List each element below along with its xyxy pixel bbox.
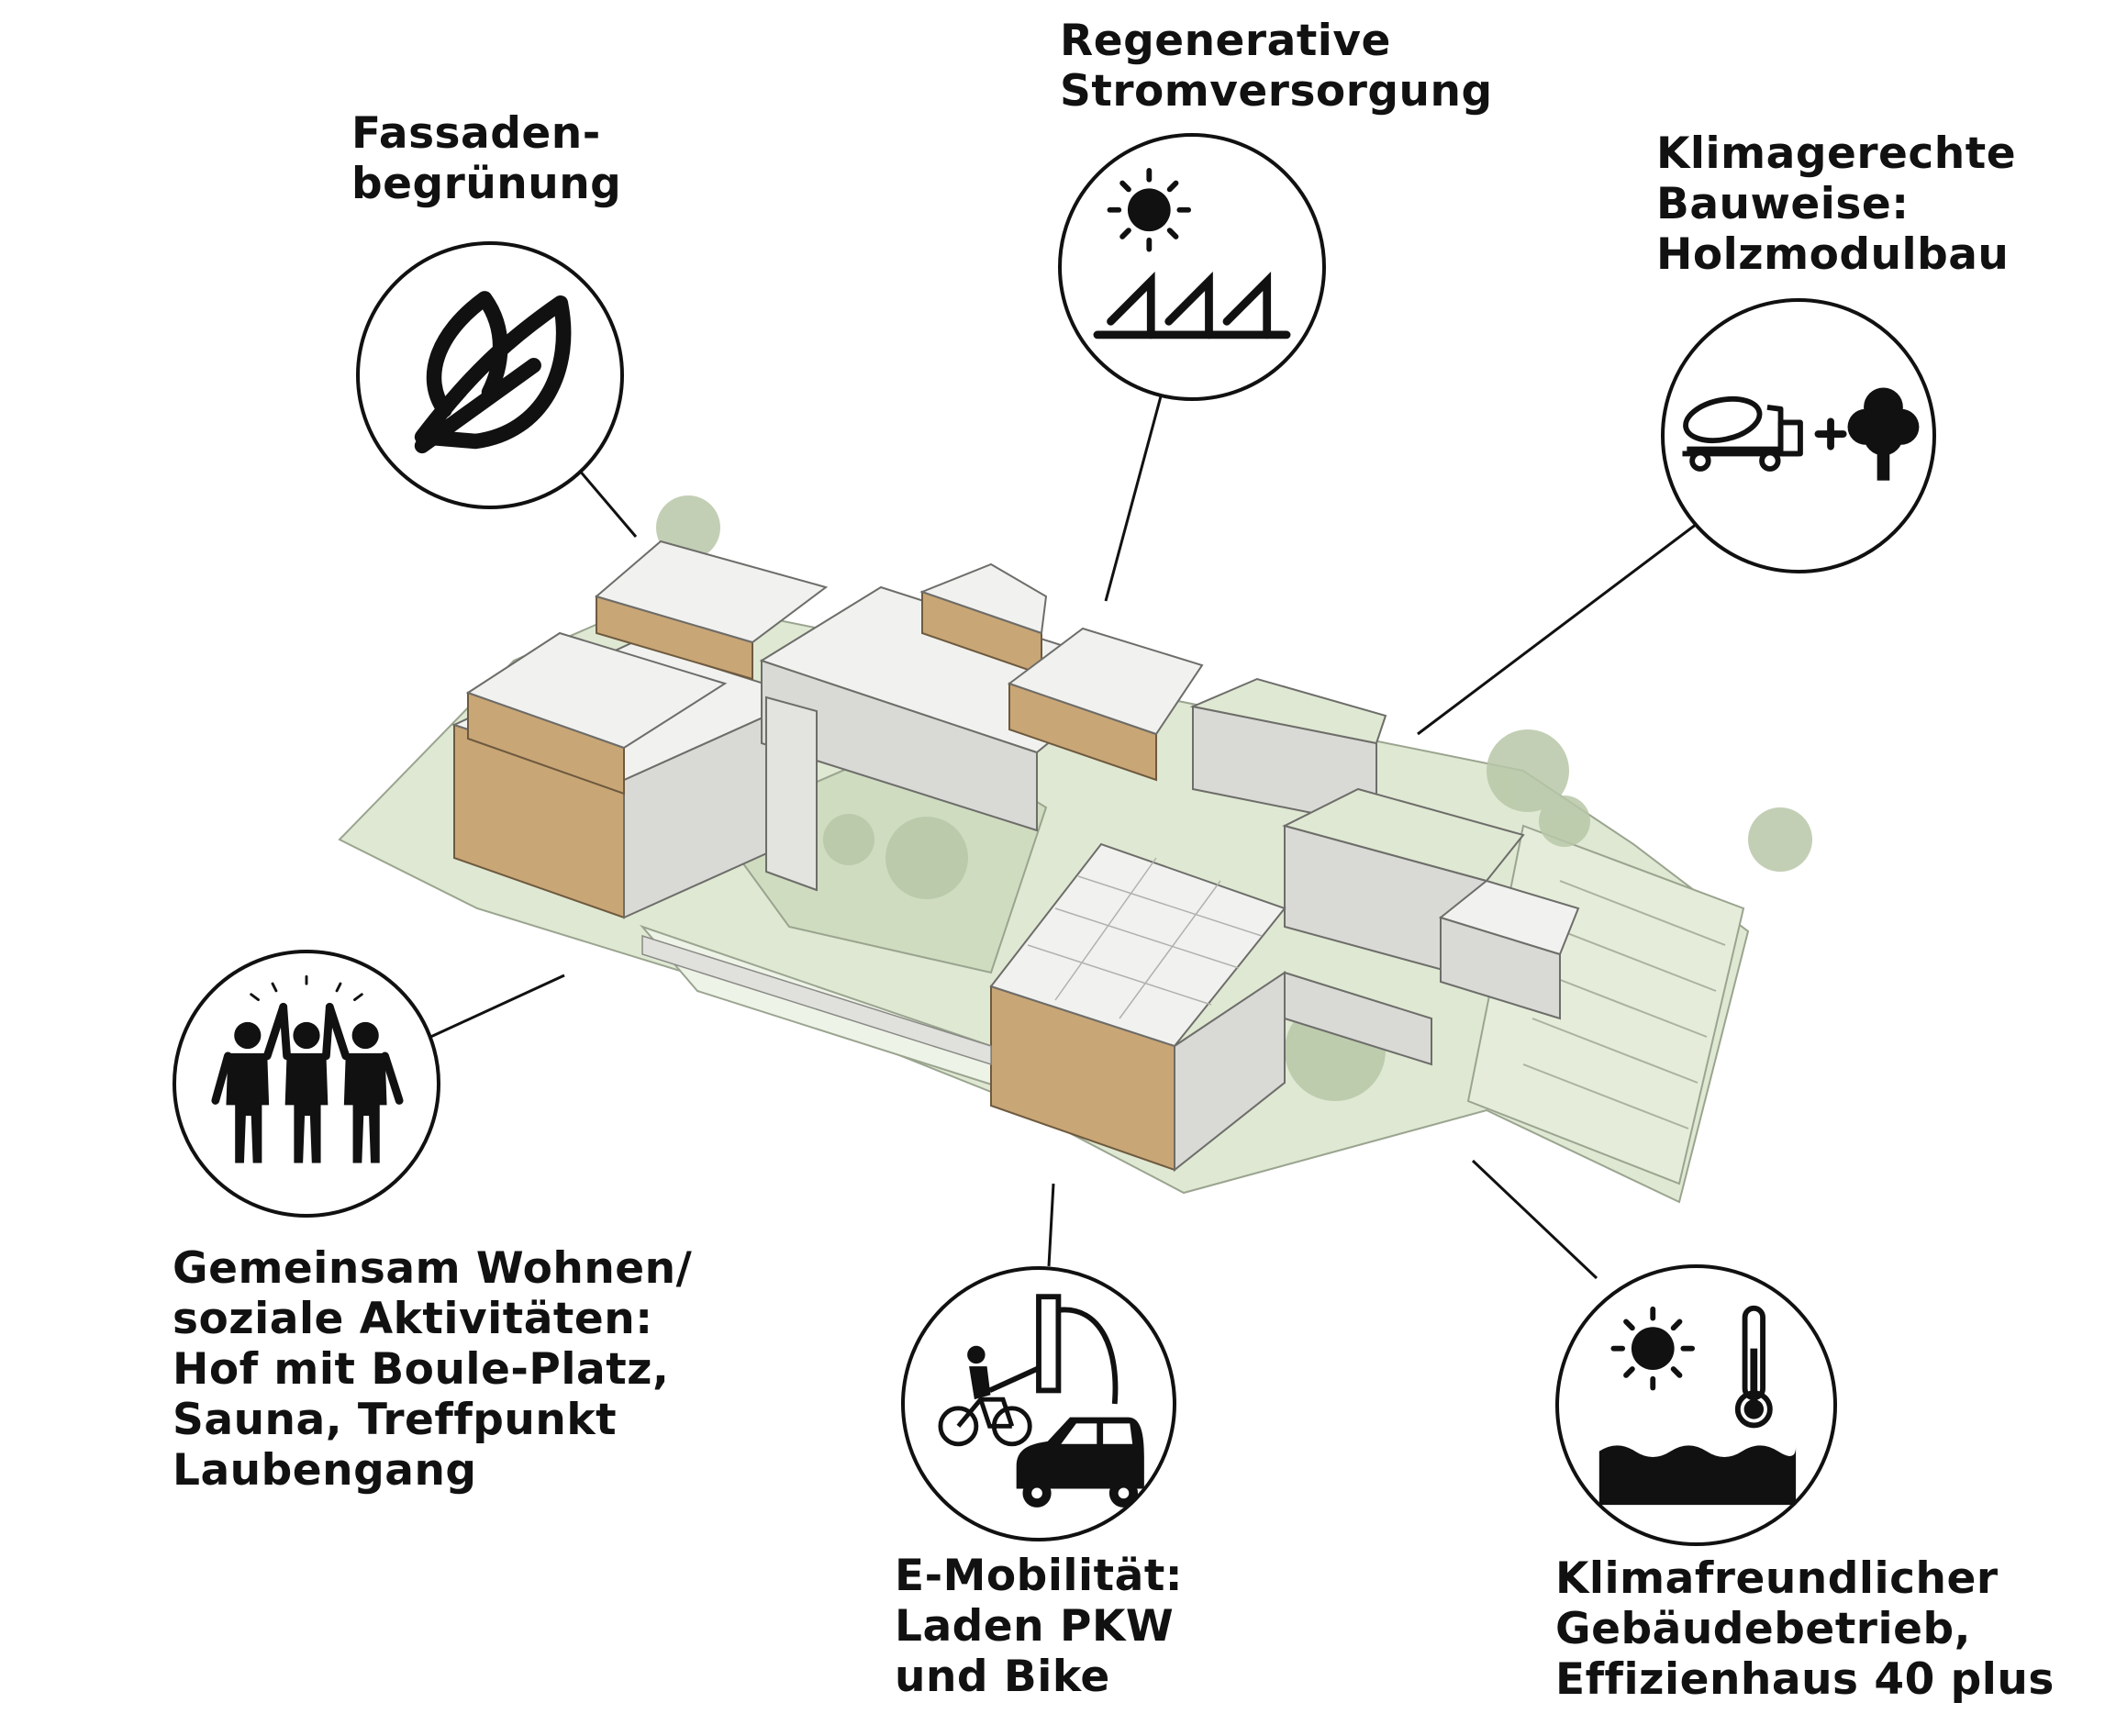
- label-facade-greening: Fassaden- begrünung: [351, 108, 622, 209]
- label-e-mobility: E-Mobilität: Laden PKW und Bike: [895, 1551, 1184, 1702]
- connector-facade-greening: [572, 462, 638, 538]
- label-community-living: Gemeinsam Wohnen/ soziale Aktivitäten: H…: [173, 1243, 693, 1496]
- climate-operation-badge: [1555, 1264, 1837, 1546]
- sun-thermometer-water-icon: [1598, 1305, 1797, 1506]
- sun-icon: [1107, 168, 1192, 252]
- water-waves-icon: [1598, 1445, 1797, 1506]
- concrete-truck-plus-tree-icon: [1682, 387, 1920, 481]
- renewable-power-badge: [1058, 133, 1326, 401]
- thermometer-icon: [1734, 1305, 1773, 1429]
- label-timber-construction: Klimagerechte Bauweise: Holzmodulbau: [1656, 128, 2017, 280]
- cyclist-icon: [967, 1345, 991, 1400]
- connector-community-living: [426, 974, 565, 1040]
- community-living-badge: [173, 950, 440, 1218]
- solar-panels-icon: [1093, 168, 1291, 339]
- bike-icon: [938, 1397, 1032, 1447]
- charging-station-icon: [988, 1294, 1119, 1405]
- timber-construction-badge: [1661, 298, 1936, 573]
- connector-timber-construction: [1417, 519, 1701, 736]
- tree-icon: [1847, 387, 1920, 481]
- concrete-truck-icon: [1682, 395, 1803, 472]
- label-climate-operation: Klimafreundlicher Gebäudebetrieb, Effizi…: [1555, 1553, 2055, 1705]
- connector-renewable-power: [1104, 395, 1163, 602]
- ev-charging-car-bike-icon: [938, 1294, 1144, 1508]
- plus-icon: [1814, 417, 1847, 451]
- leaf-icon: [414, 291, 572, 454]
- facade-greening-badge: [356, 241, 624, 509]
- connector-climate-operation: [1471, 1159, 1598, 1280]
- sun-icon: [1610, 1306, 1696, 1391]
- label-renewable-power: Regenerative Stromversorgung: [1060, 16, 1493, 117]
- connector-e-mobility: [1047, 1183, 1055, 1267]
- trees: [656, 495, 1812, 1101]
- e-mobility-badge: [901, 1266, 1176, 1541]
- people-cheering-icon: [211, 974, 404, 1163]
